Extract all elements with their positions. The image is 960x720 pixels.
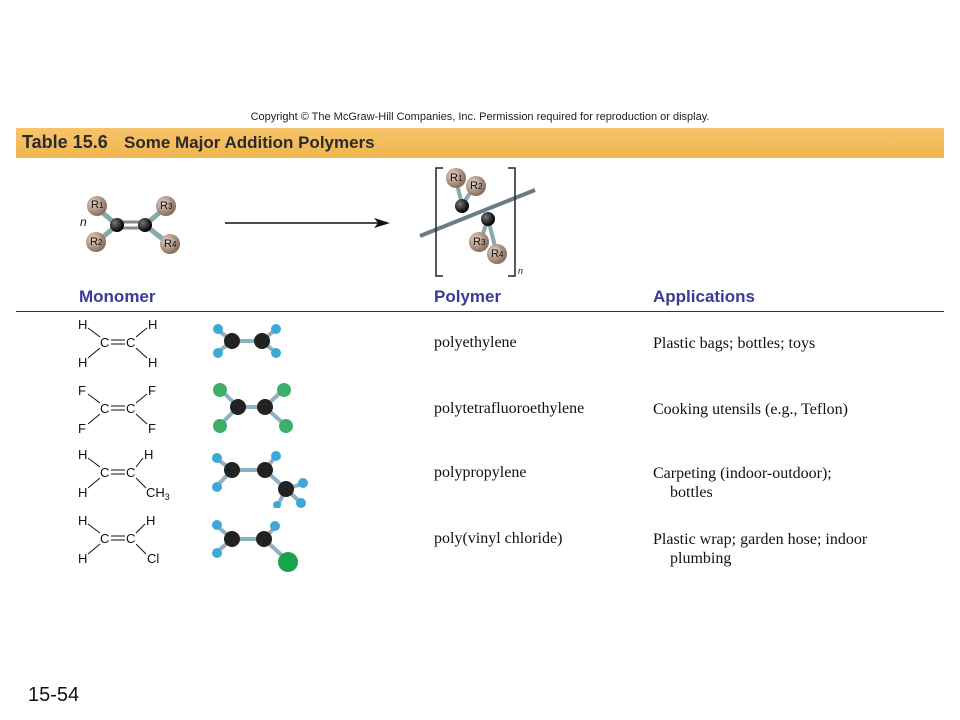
- svg-text:C: C: [126, 531, 135, 546]
- r3-label: R3: [160, 200, 173, 212]
- r1-label: R1: [91, 199, 104, 211]
- svg-text:C: C: [100, 531, 109, 546]
- header-rule: [16, 311, 944, 312]
- polymer-name: poly(vinyl chloride): [434, 530, 563, 547]
- polymer-name: polyethylene: [434, 334, 517, 351]
- monomer-structure: H H C C H Cl: [78, 513, 159, 566]
- header-applications: Applications: [653, 287, 756, 306]
- poly-r1-label: R1: [450, 172, 463, 184]
- svg-text:C: C: [126, 401, 135, 416]
- svg-text:C: C: [126, 465, 135, 480]
- svg-text:F: F: [78, 421, 86, 436]
- r4-label: R4: [164, 238, 177, 250]
- polymer-name: polytetrafluoroethylene: [434, 400, 585, 417]
- svg-text:H: H: [144, 447, 153, 462]
- applications-text: Carpeting (indoor-outdoor); bottles: [653, 465, 832, 501]
- svg-text:C: C: [100, 335, 109, 350]
- n-coefficient: n: [80, 215, 87, 229]
- svg-text:C: C: [100, 465, 109, 480]
- poly-r2-label: R2: [470, 180, 483, 192]
- monomer-structure: H H C C H H: [78, 317, 157, 370]
- poly-r4-label: R4: [491, 248, 504, 260]
- ball-stick-model: [212, 520, 298, 572]
- svg-text:H: H: [78, 355, 87, 370]
- svg-text:Cl: Cl: [147, 551, 159, 566]
- table-row: H H C C H Cl poly(vinyl chloride) Plasti…: [0, 512, 960, 574]
- svg-text:H: H: [78, 447, 87, 462]
- copyright-notice: Copyright © The McGraw-Hill Companies, I…: [250, 111, 710, 123]
- poly-r3-label: R3: [473, 236, 486, 248]
- header-polymer: Polymer: [434, 287, 502, 306]
- svg-text:H: H: [148, 317, 157, 332]
- monomer-structure: F F C C F F: [78, 383, 156, 436]
- applications-text: Cooking utensils (e.g., Teflon): [653, 401, 849, 418]
- table-number: Table 15.6: [22, 132, 108, 152]
- table-row: H H C C H H polyethylene Plastic bags; b…: [0, 316, 960, 374]
- svg-text:H: H: [78, 317, 87, 332]
- svg-text:H: H: [148, 355, 157, 370]
- monomer-model: R1 R2 R3 R4 n: [80, 196, 180, 254]
- svg-text:F: F: [78, 383, 86, 398]
- svg-text:C: C: [126, 335, 135, 350]
- table-title-bar: Table 15.6 Some Major Addition Polymers: [16, 128, 944, 158]
- polymer-model: R1 R2 R3 R4 n: [419, 167, 536, 277]
- applications-text: Plastic bags; bottles; toys: [653, 335, 816, 352]
- monomer-structure: H H C C H CH3: [78, 447, 170, 502]
- table-title: Some Major Addition Polymers: [124, 133, 375, 152]
- svg-text:C: C: [100, 401, 109, 416]
- svg-text:F: F: [148, 421, 156, 436]
- ball-stick-model: [213, 383, 293, 433]
- r2-label: R2: [90, 236, 103, 248]
- ball-stick-model: [212, 451, 308, 508]
- applications-text: Plastic wrap; garden hose; indoor plumbi…: [653, 531, 868, 567]
- svg-text:H: H: [78, 513, 87, 528]
- svg-text:F: F: [148, 383, 156, 398]
- table-row: H H C C H CH3 polypropylene Carpeting (i…: [0, 446, 960, 508]
- svg-text:H: H: [146, 513, 155, 528]
- svg-text:CH3: CH3: [146, 485, 170, 502]
- slide-number: 15-54: [28, 684, 80, 706]
- table-row: F F C C F F polytetrafluoroethylene Cook…: [0, 382, 960, 438]
- svg-text:H: H: [78, 485, 87, 500]
- polymer-name: polypropylene: [434, 464, 527, 481]
- header-monomer: Monomer: [79, 287, 156, 306]
- reaction-scheme: R1 R2 R3 R4 n R1 R2 R3 R4 n: [80, 167, 536, 277]
- svg-text:H: H: [78, 551, 87, 566]
- polymer-n-subscript: n: [518, 266, 523, 276]
- ball-stick-model: [213, 324, 281, 358]
- reaction-arrow: [225, 218, 390, 228]
